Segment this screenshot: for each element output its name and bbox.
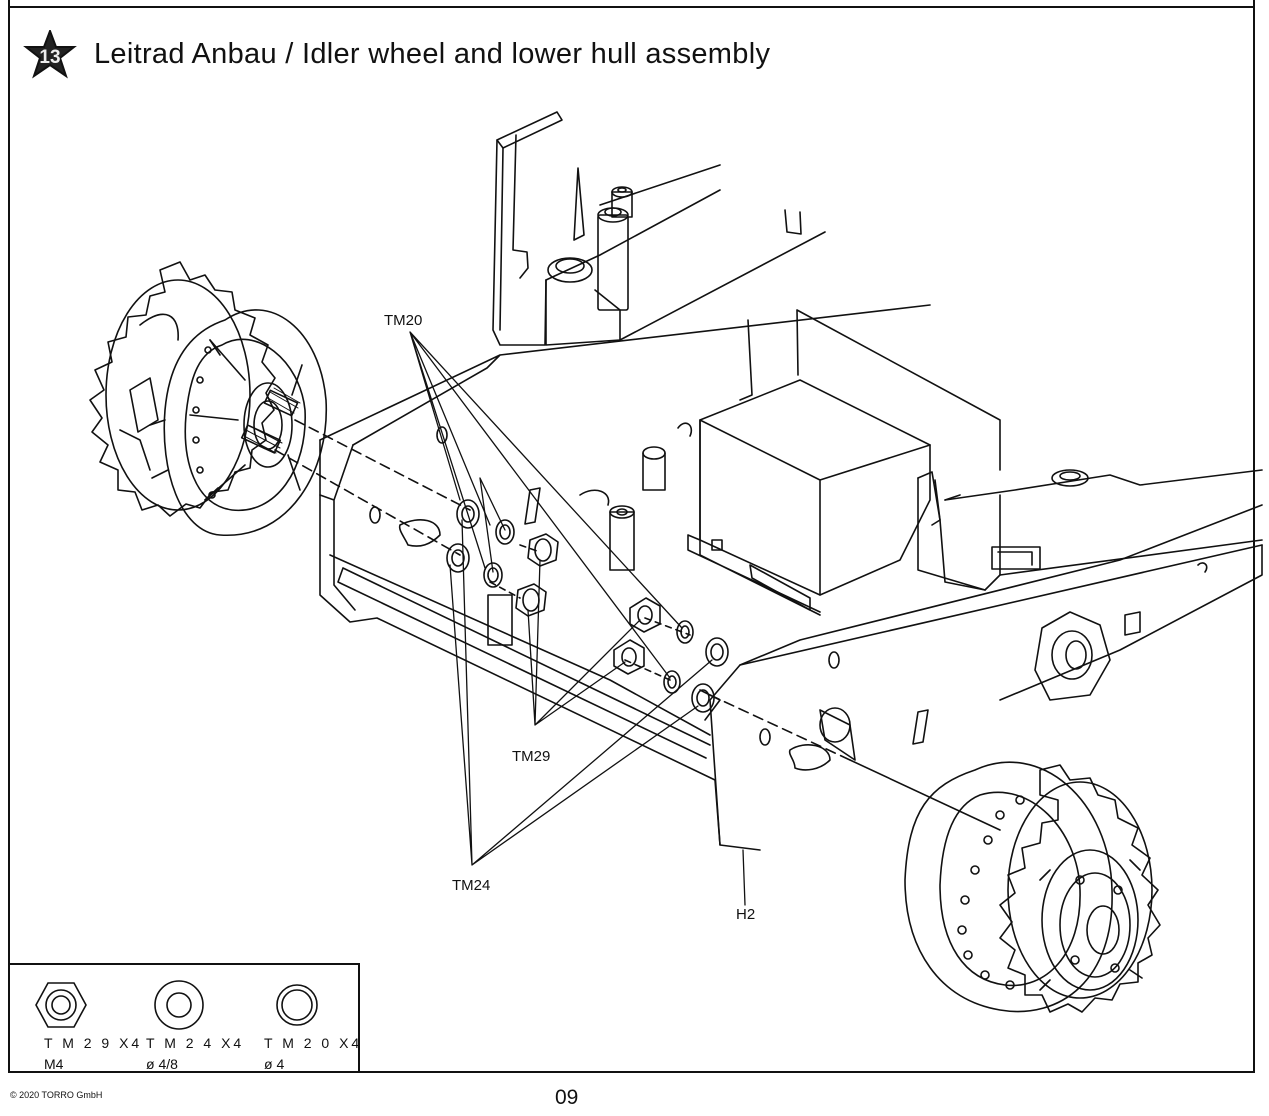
step-title: Leitrad Anbau / Idler wheel and lower hu… bbox=[94, 38, 771, 70]
legend-code: T M 2 4 X4 bbox=[146, 1035, 245, 1051]
upper-hull-rear bbox=[492, 111, 826, 346]
left-fasteners bbox=[446, 499, 559, 646]
legend-size: ø 4/8 bbox=[146, 1056, 178, 1072]
page-frame bbox=[8, 0, 1255, 1073]
copyright-notice: © 2020 TORRO GmbH bbox=[10, 1090, 103, 1100]
parts-legend: T M 2 9 X4 M4 T M 2 4 X4 ø 4/8 T M 2 0 X… bbox=[8, 963, 360, 1073]
leader-lines bbox=[409, 331, 746, 906]
left-idler-wheel bbox=[89, 261, 328, 536]
top-border bbox=[8, 6, 1255, 8]
legend-code: T M 2 9 X4 bbox=[44, 1035, 143, 1051]
legend-item-tm20: T M 2 0 X4 ø 4 bbox=[254, 965, 364, 1073]
lower-hull bbox=[319, 304, 1263, 851]
legend-code: T M 2 0 X4 bbox=[264, 1035, 363, 1051]
legend-size: ø 4 bbox=[264, 1056, 285, 1072]
engine-box bbox=[687, 309, 1263, 636]
label-tm24: TM24 bbox=[452, 877, 491, 894]
legend-item-tm24: T M 2 4 X4 ø 4/8 bbox=[136, 965, 246, 1073]
right-idler-wheel bbox=[904, 761, 1161, 1013]
label-tm20: TM20 bbox=[384, 312, 423, 329]
page-number: 09 bbox=[555, 1086, 579, 1109]
step-number: 13 bbox=[39, 47, 60, 68]
label-tm29: TM29 bbox=[512, 748, 551, 765]
spring-washer-icon bbox=[276, 984, 318, 1026]
hex-nut-icon bbox=[35, 982, 87, 1028]
legend-item-tm29: T M 2 9 X4 M4 bbox=[26, 965, 139, 1073]
axle-lines bbox=[274, 419, 1001, 831]
star-icon: 13 bbox=[23, 28, 77, 79]
washer-icon bbox=[154, 980, 204, 1030]
step-badge: 13 bbox=[22, 28, 78, 82]
label-h2: H2 bbox=[736, 906, 756, 923]
right-fasteners bbox=[613, 597, 729, 713]
legend-size: M4 bbox=[44, 1056, 64, 1072]
